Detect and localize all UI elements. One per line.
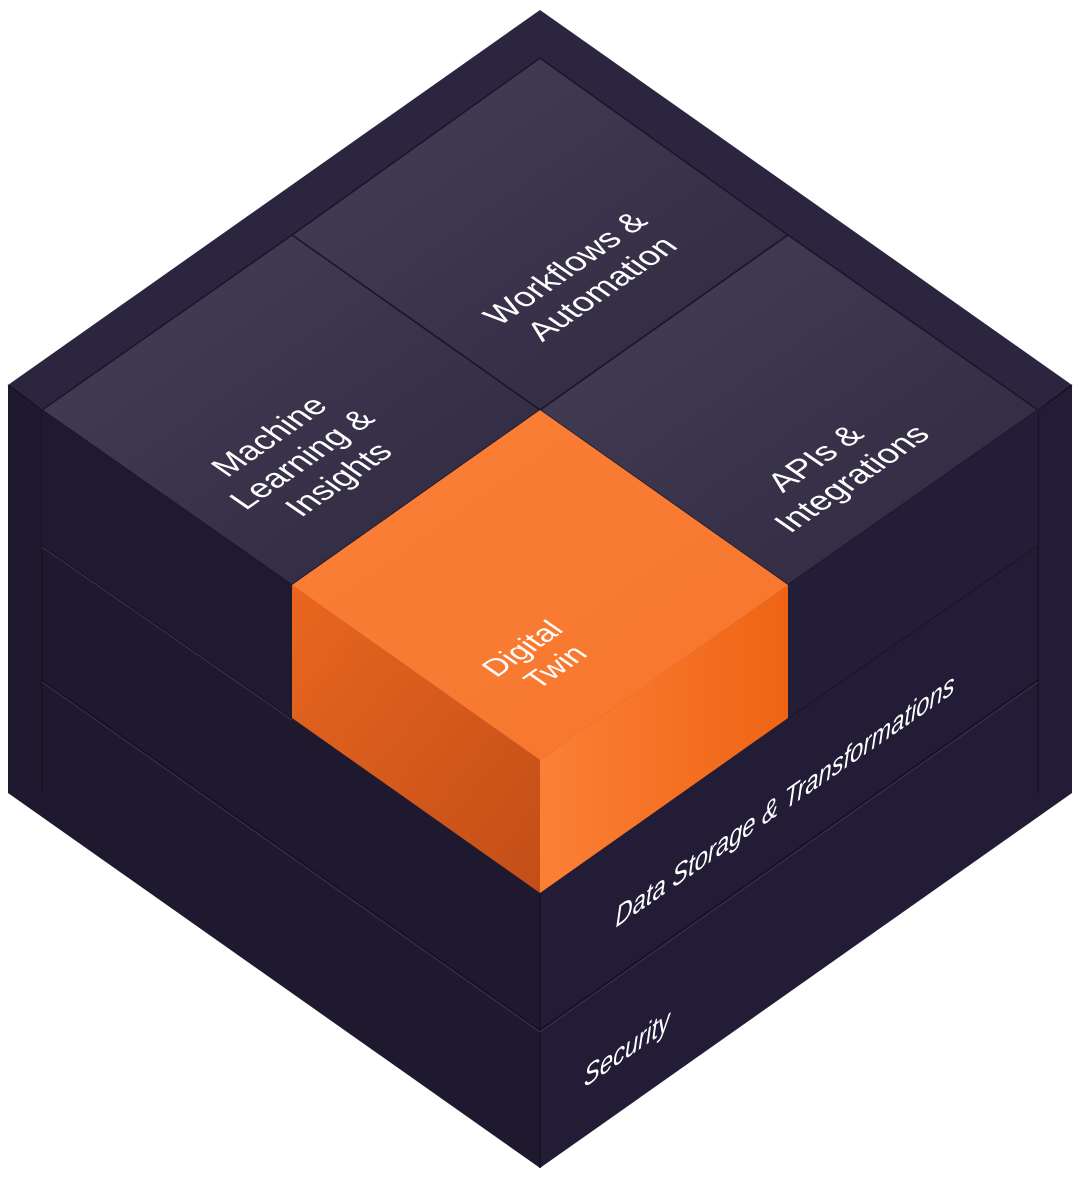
tile-apis-side (788, 410, 1038, 718)
digital-twin-right-face (540, 585, 788, 893)
digital-twin-left-face (292, 585, 540, 893)
tile-ml-side (42, 410, 292, 718)
layer-highlight-lines (41, 546, 1039, 1033)
digital-twin-top-face (292, 410, 788, 760)
